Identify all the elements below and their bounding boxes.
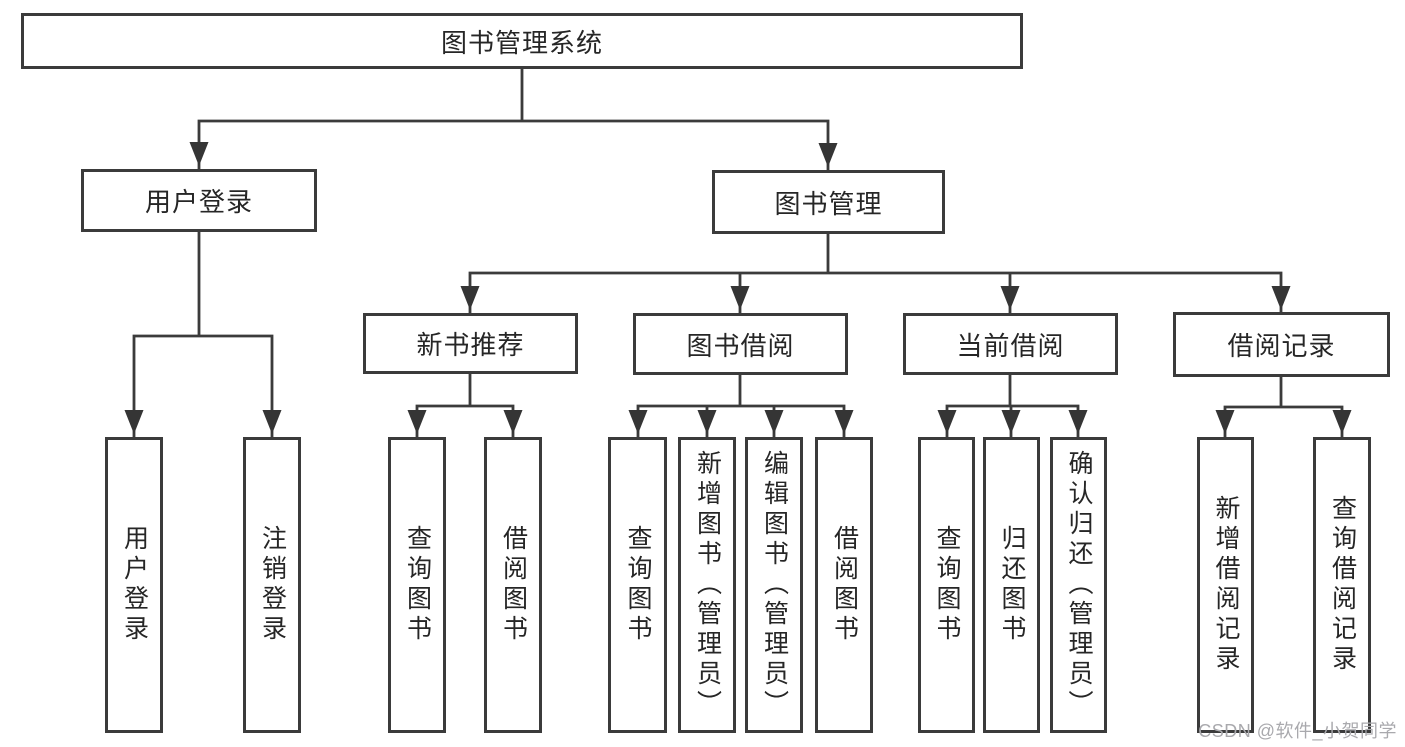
node-new-book-recommend: 新书推荐: [363, 313, 578, 374]
leaf-user-login: 用户登录: [105, 437, 163, 733]
leaf-borrowing-query-books: 查询图书: [608, 437, 667, 733]
arrow-down-icon: [124, 410, 144, 434]
arrow-down-icon: [628, 410, 648, 434]
arrow-down-icon: [189, 142, 209, 166]
arrow-down-icon: [407, 410, 427, 434]
leaf-records-add-record: 新增借阅记录: [1197, 437, 1254, 733]
arrow-down-icon: [834, 410, 854, 434]
arrow-down-icon: [1215, 410, 1235, 434]
leaf-logout: 注销登录: [243, 437, 301, 733]
arrow-down-icon: [1271, 286, 1291, 310]
leaf-current-query-books: 查询图书: [918, 437, 975, 733]
arrowhead-icons: [124, 142, 1352, 434]
arrow-down-icon: [262, 410, 282, 434]
leaf-current-return-books: 归还图书: [983, 437, 1040, 733]
arrow-down-icon: [503, 410, 523, 434]
node-book-management: 图书管理: [712, 170, 945, 234]
arrow-down-icon: [764, 410, 784, 434]
leaf-recommend-borrow-books: 借阅图书: [484, 437, 542, 733]
leaf-borrowing-add-books-admin: 新增图书（管理员）: [678, 437, 736, 733]
arrow-down-icon: [460, 286, 480, 310]
arrow-down-icon: [818, 143, 838, 167]
watermark: CSDN @软件_小贺同学: [1198, 721, 1397, 741]
arrow-down-icon: [697, 410, 717, 434]
arrow-down-icon: [1001, 410, 1021, 434]
leaf-recommend-query-books: 查询图书: [388, 437, 446, 733]
arrow-down-icon: [1068, 410, 1088, 434]
arrow-down-icon: [1000, 286, 1020, 310]
arrow-down-icon: [730, 286, 750, 310]
node-root-system: 图书管理系统: [21, 13, 1023, 69]
connector-lines: [132, 67, 1344, 439]
arrow-down-icon: [937, 410, 957, 434]
leaf-borrowing-borrow-books: 借阅图书: [815, 437, 873, 733]
node-current-borrowing: 当前借阅: [903, 313, 1118, 375]
arrow-down-icon: [1332, 410, 1352, 434]
node-book-borrowing: 图书借阅: [633, 313, 848, 375]
leaf-borrowing-edit-books-admin: 编辑图书（管理员）: [745, 437, 803, 733]
node-user-login: 用户登录: [81, 169, 317, 232]
node-borrowing-records: 借阅记录: [1173, 312, 1390, 377]
leaf-records-query-record: 查询借阅记录: [1313, 437, 1371, 733]
leaf-current-confirm-return-admin: 确认归还（管理员）: [1050, 437, 1107, 733]
